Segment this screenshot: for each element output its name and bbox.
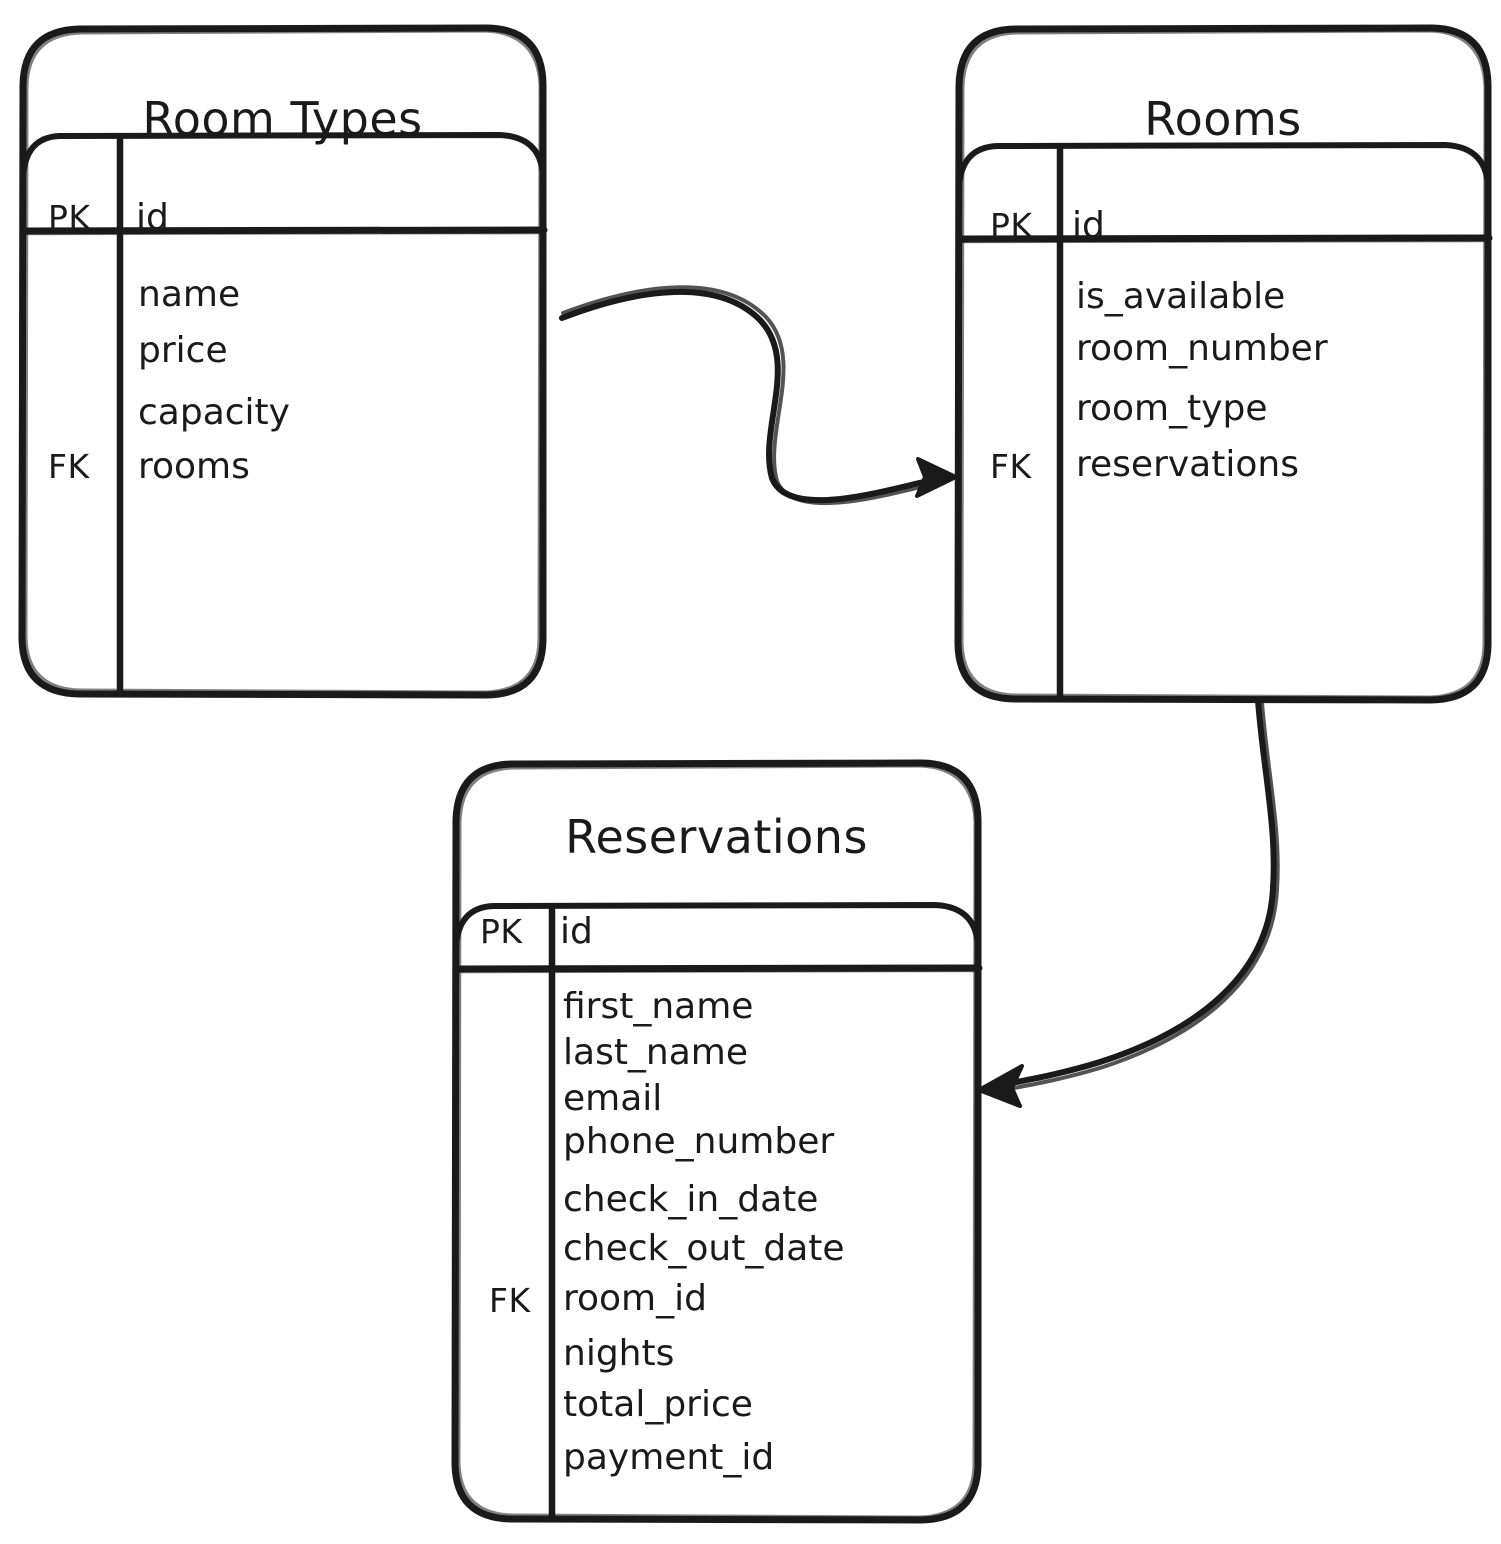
relationship-room-types-to-rooms[interactable]: [559, 285, 958, 506]
entity-reservations-title: Reservations: [565, 810, 868, 864]
relationship-rooms-to-reservations[interactable]: [977, 697, 1280, 1108]
arrowhead-to-rooms: [915, 457, 958, 498]
reservations-attr-total-price: total_price: [563, 1384, 753, 1425]
reservations-attr-check-in-date: check_in_date: [563, 1179, 819, 1220]
room-types-attr-price: price: [138, 330, 228, 371]
reservations-attr-first-name: first_name: [563, 986, 754, 1027]
rooms-pk-name: id: [1072, 205, 1105, 246]
entity-room-types-shape[interactable]: [18, 24, 548, 699]
entity-rooms-title: Rooms: [1144, 92, 1302, 146]
room-types-pk-name: id: [136, 197, 169, 238]
entity-rooms-shape[interactable]: [954, 24, 1493, 704]
rooms-pk-tag: PK: [990, 206, 1033, 245]
entity-room-types-title: Room Types: [142, 92, 423, 146]
rooms-fk-tag: FK: [990, 447, 1032, 486]
room-types-fk-tag: FK: [48, 447, 90, 486]
room-types-pk-tag: PK: [48, 198, 91, 237]
entity-reservations[interactable]: Reservations PK id first_name last_name …: [455, 763, 978, 1520]
reservations-pk-tag: PK: [480, 912, 523, 951]
room-types-attr-name: name: [138, 274, 241, 315]
rooms-attr-is-available: is_available: [1076, 276, 1286, 317]
entity-room-types[interactable]: Room Types PK id name price capacity FK …: [22, 28, 543, 695]
rooms-attr-room-type: room_type: [1076, 388, 1268, 429]
entity-rooms[interactable]: Rooms PK id is_available room_number roo…: [958, 28, 1488, 700]
entity-reservations-shape[interactable]: [451, 759, 983, 1524]
reservations-fk-tag: FK: [489, 1281, 531, 1320]
reservations-attr-room-id: room_id: [563, 1278, 707, 1319]
reservations-pk-name: id: [560, 911, 593, 952]
reservations-attr-check-out-date: check_out_date: [563, 1228, 845, 1269]
rooms-attr-reservations: reservations: [1076, 444, 1299, 485]
rooms-attr-room-number: room_number: [1076, 328, 1328, 369]
reservations-attr-nights: nights: [563, 1333, 675, 1374]
reservations-attr-last-name: last_name: [563, 1032, 749, 1073]
reservations-attr-payment-id: payment_id: [563, 1437, 775, 1478]
room-types-attr-capacity: capacity: [138, 392, 290, 433]
reservations-attr-email: email: [563, 1078, 663, 1119]
room-types-attr-rooms: rooms: [138, 446, 250, 487]
arrowhead-to-reservations: [977, 1064, 1024, 1108]
reservations-attr-phone-number: phone_number: [563, 1121, 835, 1162]
